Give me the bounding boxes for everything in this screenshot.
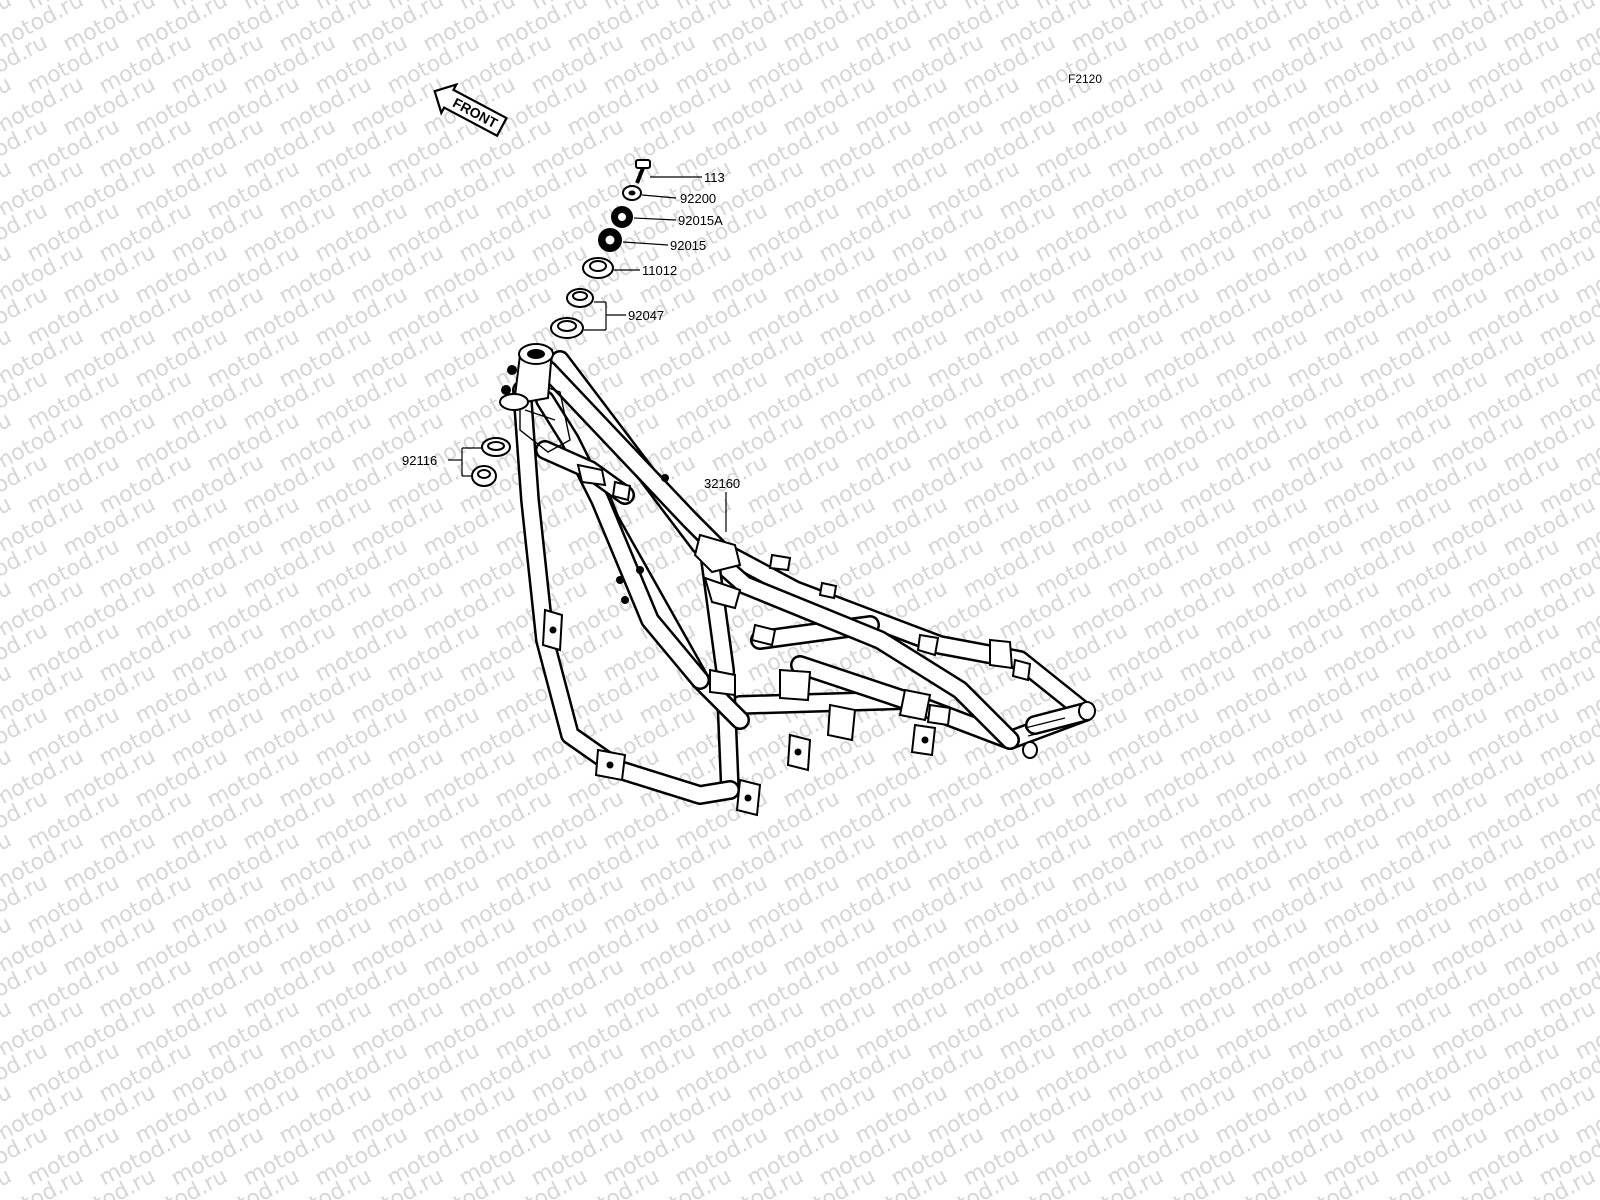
leader-lines [448, 176, 727, 532]
watermark-text: motod.ru [0, 1164, 16, 1200]
part-92047-race-upper [550, 317, 584, 339]
callout-92200: 92200 [680, 191, 716, 206]
callout-11012: 11012 [642, 263, 677, 278]
callout-32160: 32160 [704, 476, 740, 491]
part-113-bolt [635, 159, 651, 184]
part-92015A-nut [611, 206, 633, 228]
callout-92015A: 92015A [678, 213, 723, 228]
part-11012-cap [582, 257, 614, 279]
steering-head [499, 343, 554, 411]
part-92116-race-lower [481, 437, 511, 457]
part-32160-frame [499, 343, 1096, 817]
callout-labels: 113 92200 92015A 92015 11012 92047 92116… [402, 170, 740, 491]
callout-113: 113 [704, 170, 725, 185]
part-92200-washer [622, 185, 642, 201]
callout-92015: 92015 [670, 238, 706, 253]
part-92015-nut [598, 228, 622, 252]
part-92116-bearing-lower [471, 465, 497, 487]
part-92047-bearing-upper [566, 288, 594, 308]
callout-92116: 92116 [402, 453, 437, 468]
callout-92047: 92047 [628, 308, 664, 323]
diagram-code: F2120 [1068, 72, 1102, 86]
